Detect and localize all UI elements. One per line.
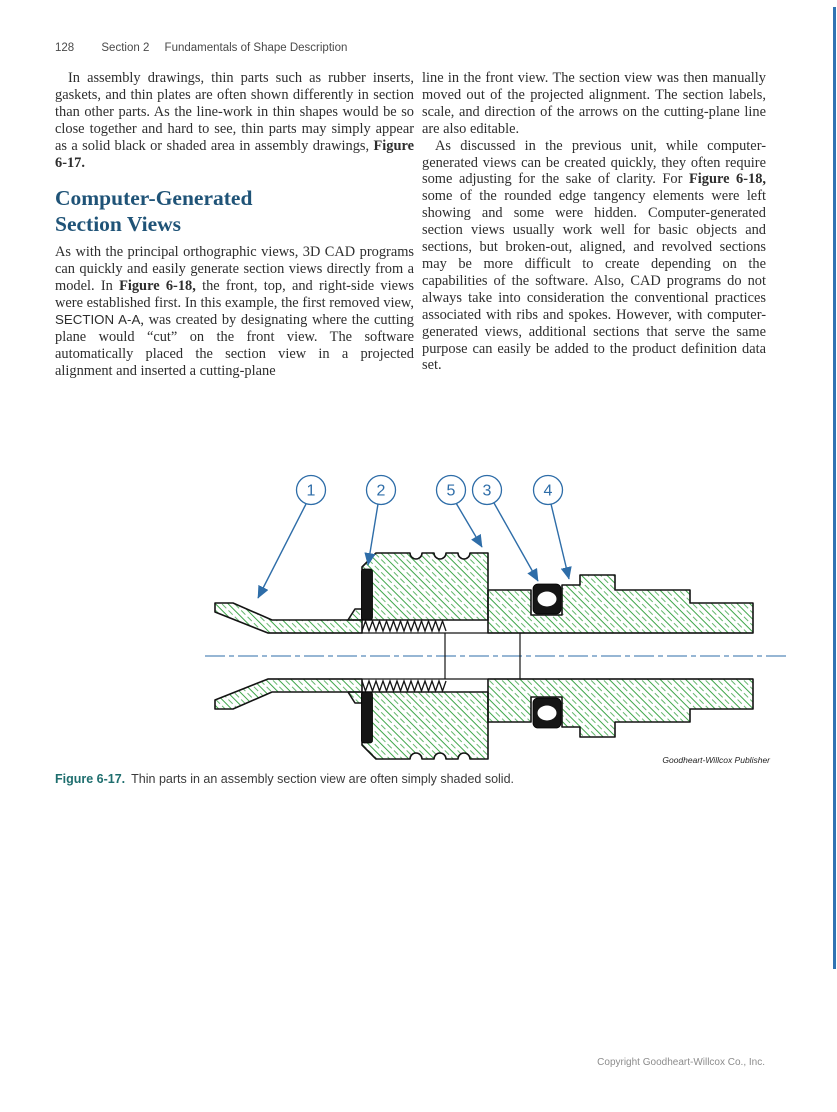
- balloon-1-number: 1: [307, 483, 316, 500]
- leader-4: [550, 503, 572, 580]
- column-right: line in the front view. The section view…: [422, 70, 766, 374]
- paragraph-cad: As with the principal orthographic views…: [55, 244, 414, 379]
- paragraph-intro: In assembly drawings, thin parts such as…: [55, 70, 414, 171]
- flared-tube-part: [214, 602, 363, 710]
- leader-3: [493, 502, 539, 582]
- balloon-4-number: 4: [544, 483, 553, 500]
- paragraph-continuation: line in the front view. The section view…: [422, 70, 766, 137]
- copyright-footer: Copyright Goodheart-Willcox Co., Inc.: [597, 1057, 765, 1068]
- nut-part: [361, 552, 489, 760]
- gasket-thin-part: [361, 568, 373, 744]
- leader-2: [364, 503, 379, 566]
- balloon-2: 2: [365, 474, 397, 506]
- balloon-leaders: [257, 502, 572, 599]
- page-edge-bar: [833, 7, 836, 969]
- item-balloons: 1 2 5 3 4: [295, 474, 564, 506]
- fitting-body-part: [487, 574, 754, 738]
- section-heading: Computer-Generated Section Views: [55, 185, 414, 237]
- bore-lines: [268, 632, 753, 680]
- balloon-3-number: 3: [483, 483, 492, 500]
- balloon-5: 5: [435, 474, 467, 506]
- o-ring-seal: [532, 583, 562, 729]
- balloon-2-number: 2: [377, 483, 386, 500]
- figure-credit: Goodheart-Willcox Publisher: [662, 755, 770, 765]
- page-number: 128: [55, 42, 75, 54]
- paragraph-discussion: As discussed in the previous unit, while…: [422, 137, 767, 374]
- section-title: Fundamentals of Shape Description: [164, 42, 348, 54]
- figure-caption-text: Thin parts in an assembly section view a…: [131, 772, 514, 786]
- balloon-5-number: 5: [447, 483, 456, 500]
- figure-caption: Figure 6-17. Thin parts in an assembly se…: [55, 772, 755, 786]
- section-label: Section 2: [101, 42, 150, 54]
- figure-6-17: 1 2 5 3 4: [110, 463, 790, 773]
- balloon-3: 3: [471, 474, 503, 506]
- heading-line-2: Section Views: [55, 212, 182, 237]
- balloon-4: 4: [532, 474, 564, 506]
- leader-1: [257, 503, 307, 599]
- thread-profile: [361, 619, 447, 693]
- balloon-1: 1: [295, 474, 327, 506]
- page-header: 128 Section 2 Fundamentals of Shape Desc…: [55, 42, 655, 54]
- figure-caption-label: Figure 6-17.: [55, 772, 126, 786]
- assembly-section-drawing: 1 2 5 3 4: [205, 474, 790, 760]
- column-left: In assembly drawings, thin parts such as…: [55, 70, 414, 380]
- heading-line-1: Computer-Generated: [55, 186, 253, 211]
- leader-5: [455, 502, 483, 548]
